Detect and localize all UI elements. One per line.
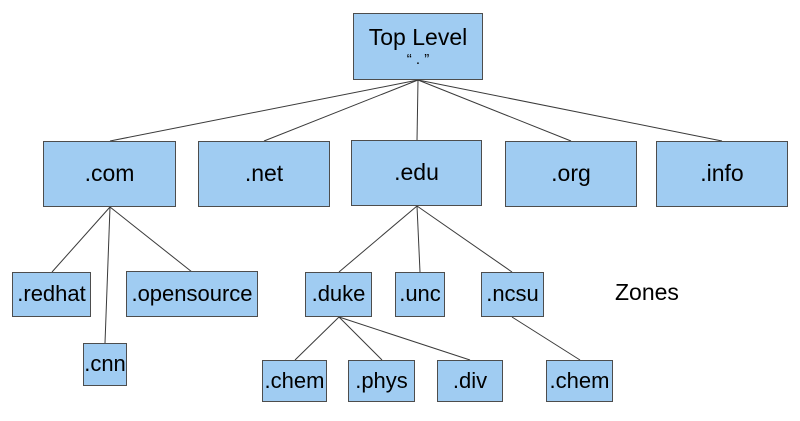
node-org: .org — [505, 141, 637, 207]
edge-com-opensource — [109, 206, 193, 273]
node-edu: .edu — [351, 140, 482, 206]
node-ncsu: .ncsu — [481, 272, 544, 317]
edge-duke-chem — [294, 316, 340, 361]
node-top-level: Top Level “ . ” — [353, 13, 483, 80]
edge-com-cnn — [104, 206, 111, 344]
node-com: .com — [43, 141, 176, 207]
edge-duke-div — [338, 316, 471, 361]
edge-root-org — [417, 79, 572, 142]
edge-edu-unc — [416, 205, 421, 273]
edge-com-redhat — [51, 206, 111, 273]
node-info: .info — [656, 141, 788, 207]
node-top-level-title: Top Level — [368, 23, 468, 50]
edge-duke-phys — [338, 316, 383, 361]
node-duke-chem: .chem — [262, 360, 327, 402]
node-unc: .unc — [395, 272, 445, 317]
node-duke-phys: .phys — [348, 360, 415, 402]
node-ncsu-chem: .chem — [546, 360, 613, 402]
edge-edu-duke — [338, 205, 418, 273]
node-cnn: .cnn — [83, 343, 127, 386]
edge-root-net — [263, 79, 419, 142]
node-top-level-root-dot: “ . ” — [406, 51, 430, 69]
zones-annotation: Zones — [615, 279, 679, 305]
node-opensource: .opensource — [126, 271, 258, 317]
edge-root-info — [417, 79, 723, 142]
edge-edu-ncsu — [416, 205, 513, 273]
edge-root-com — [109, 79, 419, 142]
node-net: .net — [198, 141, 330, 207]
node-duke: .duke — [305, 272, 372, 317]
edge-ncsu-chem — [511, 316, 581, 361]
node-duke-div: .div — [437, 360, 503, 402]
edge-root-edu — [416, 79, 419, 142]
node-redhat: .redhat — [12, 272, 91, 317]
